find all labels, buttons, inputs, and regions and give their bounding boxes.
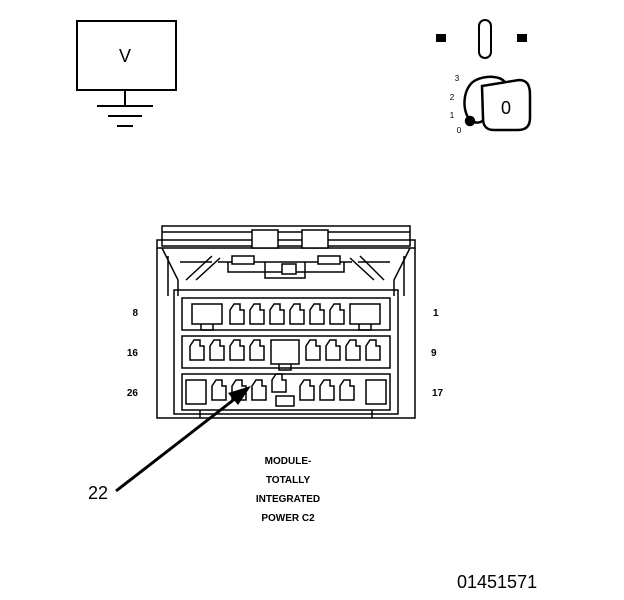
module-label: MODULE- TOTALLY INTEGRATED POWER C2 [256, 456, 320, 524]
pin-label-17: 17 [432, 388, 444, 399]
cavity-block [173, 289, 399, 415]
voltmeter-symbol [76, 20, 177, 127]
ignition-left-terminal [436, 34, 446, 42]
pin-row-3 [181, 373, 391, 411]
terminals-row-2 [189, 339, 381, 361]
voltmeter-label: V [119, 46, 131, 66]
key-slot-icon [478, 19, 492, 59]
module-label-line1: MODULE- [265, 456, 312, 467]
ignition-position-1: 1 [450, 111, 455, 120]
pin-row-1 [181, 297, 391, 331]
key-position-label: 0 [501, 98, 511, 118]
pin-label-26: 26 [127, 388, 139, 399]
connector-c2 [156, 225, 416, 419]
ignition-position-3: 3 [455, 74, 460, 83]
ignition-switch: 0 3 2 1 0 [436, 19, 532, 135]
pin-label-16: 16 [127, 348, 139, 359]
terminals-row-1 [229, 303, 345, 325]
module-label-line3: INTEGRATED [256, 494, 320, 505]
pin-row-2 [181, 335, 391, 369]
ignition-position-0: 0 [457, 126, 462, 135]
key-icon [463, 75, 532, 132]
ground-icon [97, 105, 153, 127]
callout-arrow [115, 386, 251, 493]
callout-number: 22 [88, 483, 108, 503]
module-label-line2: TOTALLY [266, 475, 311, 486]
ignition-right-terminal [517, 34, 527, 42]
connector-body [156, 248, 416, 419]
pin-label-1: 1 [433, 308, 439, 319]
pin-label-9: 9 [431, 348, 437, 359]
figure-id: 01451571 [457, 572, 537, 592]
pin-label-8: 8 [132, 308, 138, 319]
connector-top-rail [161, 225, 411, 247]
ignition-position-2: 2 [450, 93, 455, 102]
voltmeter-box [76, 20, 177, 91]
module-label-line4: POWER C2 [261, 513, 315, 524]
